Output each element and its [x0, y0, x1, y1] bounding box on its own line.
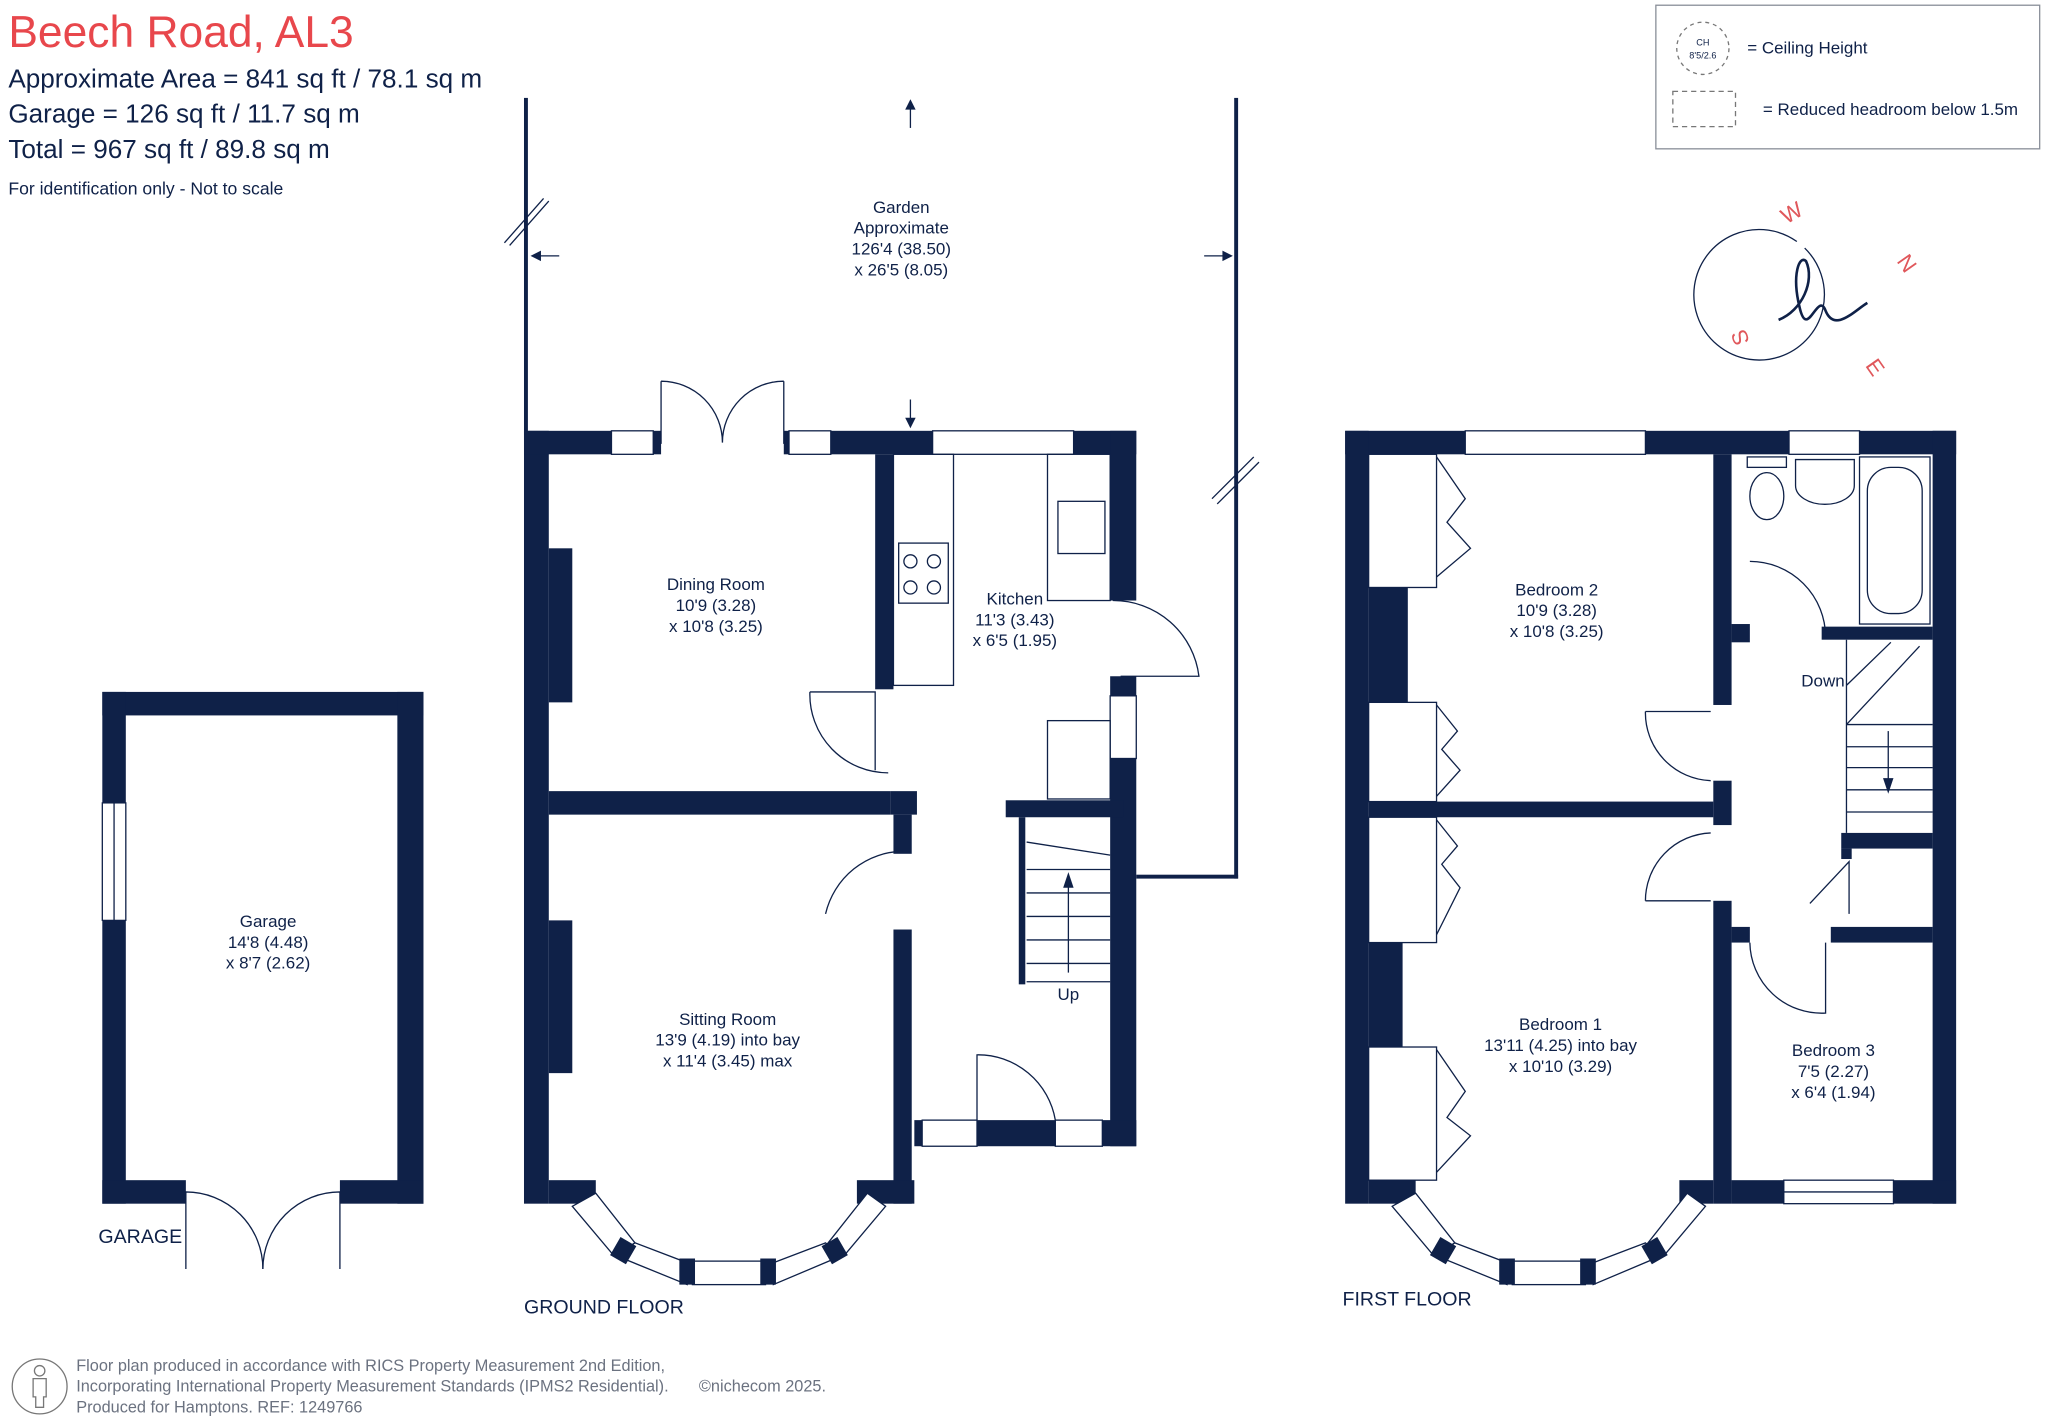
svg-text:11'3 (3.43): 11'3 (3.43) — [975, 610, 1054, 629]
room-bedroom-3: Bedroom 3 7'5 (2.27) x 6'4 (1.94) — [1791, 1041, 1875, 1102]
svg-text:x 10'8 (3.25): x 10'8 (3.25) — [669, 617, 763, 636]
stairs-up-label: Up — [1058, 985, 1080, 1004]
stairs-down-label: Down — [1801, 672, 1844, 691]
person-icon — [11, 1358, 68, 1415]
garden-label: Garden Approximate 126'4 (38.50) x 26'5 … — [852, 198, 951, 280]
approximate-area: Approximate Area = 841 sq ft / 78.1 sq m — [8, 63, 482, 93]
svg-text:E: E — [1861, 354, 1890, 380]
svg-text:Bedroom 2: Bedroom 2 — [1515, 580, 1598, 599]
garage-floor-label: GARAGE — [98, 1226, 182, 1248]
svg-text:10'9 (3.28): 10'9 (3.28) — [1516, 601, 1597, 620]
property-title: Beech Road, AL3 — [8, 8, 353, 57]
svg-text:7'5 (2.27): 7'5 (2.27) — [1798, 1062, 1869, 1081]
svg-text:8'5/2.6: 8'5/2.6 — [1689, 51, 1716, 61]
svg-text:Approximate: Approximate — [854, 219, 949, 238]
svg-text:x 6'5 (1.95): x 6'5 (1.95) — [973, 631, 1057, 650]
room-bedroom-1: Bedroom 1 13'11 (4.25) into bay x 10'10 … — [1484, 1015, 1637, 1076]
svg-text:S: S — [1726, 326, 1755, 348]
garden-boundary — [503, 97, 1260, 879]
svg-text:10'9 (3.28): 10'9 (3.28) — [676, 596, 757, 615]
svg-text:CH: CH — [1696, 38, 1709, 48]
legend-ceiling-height: = Ceiling Height — [1747, 39, 1868, 58]
svg-text:N: N — [1892, 250, 1922, 277]
svg-text:Garden: Garden — [873, 198, 930, 217]
svg-text:x 10'10 (3.29): x 10'10 (3.29) — [1509, 1057, 1612, 1076]
staircase-down — [1845, 639, 1933, 833]
garage-plan — [101, 691, 424, 1269]
svg-text:Floor plan produced in accorda: Floor plan produced in accordance with R… — [76, 1357, 665, 1375]
svg-text:Incorporating International Pr: Incorporating International Property Mea… — [76, 1378, 668, 1396]
room-bedroom-2: Bedroom 2 10'9 (3.28) x 10'8 (3.25) — [1510, 580, 1604, 641]
svg-text:Bedroom 3: Bedroom 3 — [1792, 1041, 1875, 1060]
first-floor-label: FIRST FLOOR — [1343, 1289, 1472, 1311]
ground-floor-plan — [523, 380, 1200, 1286]
staircase-up — [1026, 841, 1111, 983]
total-area: Total = 967 sq ft / 89.8 sq m — [8, 134, 329, 164]
svg-text:Garage: Garage — [240, 912, 297, 931]
footer: Floor plan produced in accordance with R… — [11, 1357, 826, 1417]
svg-text:Sitting Room: Sitting Room — [679, 1010, 776, 1029]
svg-text:126'4 (38.50): 126'4 (38.50) — [852, 240, 951, 259]
svg-text:x 26'5 (8.05): x 26'5 (8.05) — [854, 260, 948, 279]
reduced-headroom-symbol — [1672, 90, 1737, 128]
legend: CH 8'5/2.6 = Ceiling Height = Reduced he… — [1655, 4, 2041, 150]
room-garage: Garage 14'8 (4.48) x 8'7 (2.62) — [226, 912, 310, 973]
svg-text:Kitchen: Kitchen — [987, 589, 1044, 608]
svg-text:©nichecom 2025.: ©nichecom 2025. — [699, 1378, 826, 1396]
room-kitchen: Kitchen 11'3 (3.43) x 6'5 (1.95) — [973, 589, 1057, 650]
garage-area: Garage = 126 sq ft / 11.7 sq m — [8, 99, 359, 129]
svg-text:Dining Room: Dining Room — [667, 575, 765, 594]
svg-text:x 8'7 (2.62): x 8'7 (2.62) — [226, 954, 310, 973]
room-dining: Dining Room 10'9 (3.28) x 10'8 (3.25) — [667, 575, 765, 636]
svg-text:x 10'8 (3.25): x 10'8 (3.25) — [1510, 622, 1604, 641]
compass-icon: W N S E — [1693, 197, 1922, 381]
disclaimer: For identification only - Not to scale — [8, 179, 283, 199]
svg-text:x 6'4 (1.94): x 6'4 (1.94) — [1791, 1083, 1875, 1102]
first-floor-plan — [1345, 430, 1957, 1286]
ceiling-height-symbol — [1676, 21, 1730, 76]
svg-text:Bedroom 1: Bedroom 1 — [1519, 1015, 1602, 1034]
ground-floor-label: GROUND FLOOR — [524, 1296, 684, 1318]
svg-text:Produced for Hamptons. REF:: Produced for Hamptons. REF: 1249766 — [76, 1399, 362, 1417]
svg-text:x 11'4 (3.45) max: x 11'4 (3.45) max — [663, 1052, 793, 1071]
svg-text:14'8 (4.48): 14'8 (4.48) — [228, 933, 309, 952]
room-sitting: Sitting Room 13'9 (4.19) into bay x 11'4… — [655, 1010, 800, 1071]
svg-text:13'11 (4.25) into bay: 13'11 (4.25) into bay — [1484, 1036, 1637, 1055]
svg-text:13'9 (4.19) into bay: 13'9 (4.19) into bay — [655, 1031, 800, 1050]
svg-text:W: W — [1776, 197, 1807, 229]
legend-reduced-headroom: = Reduced headroom below 1.5m — [1763, 100, 2018, 119]
